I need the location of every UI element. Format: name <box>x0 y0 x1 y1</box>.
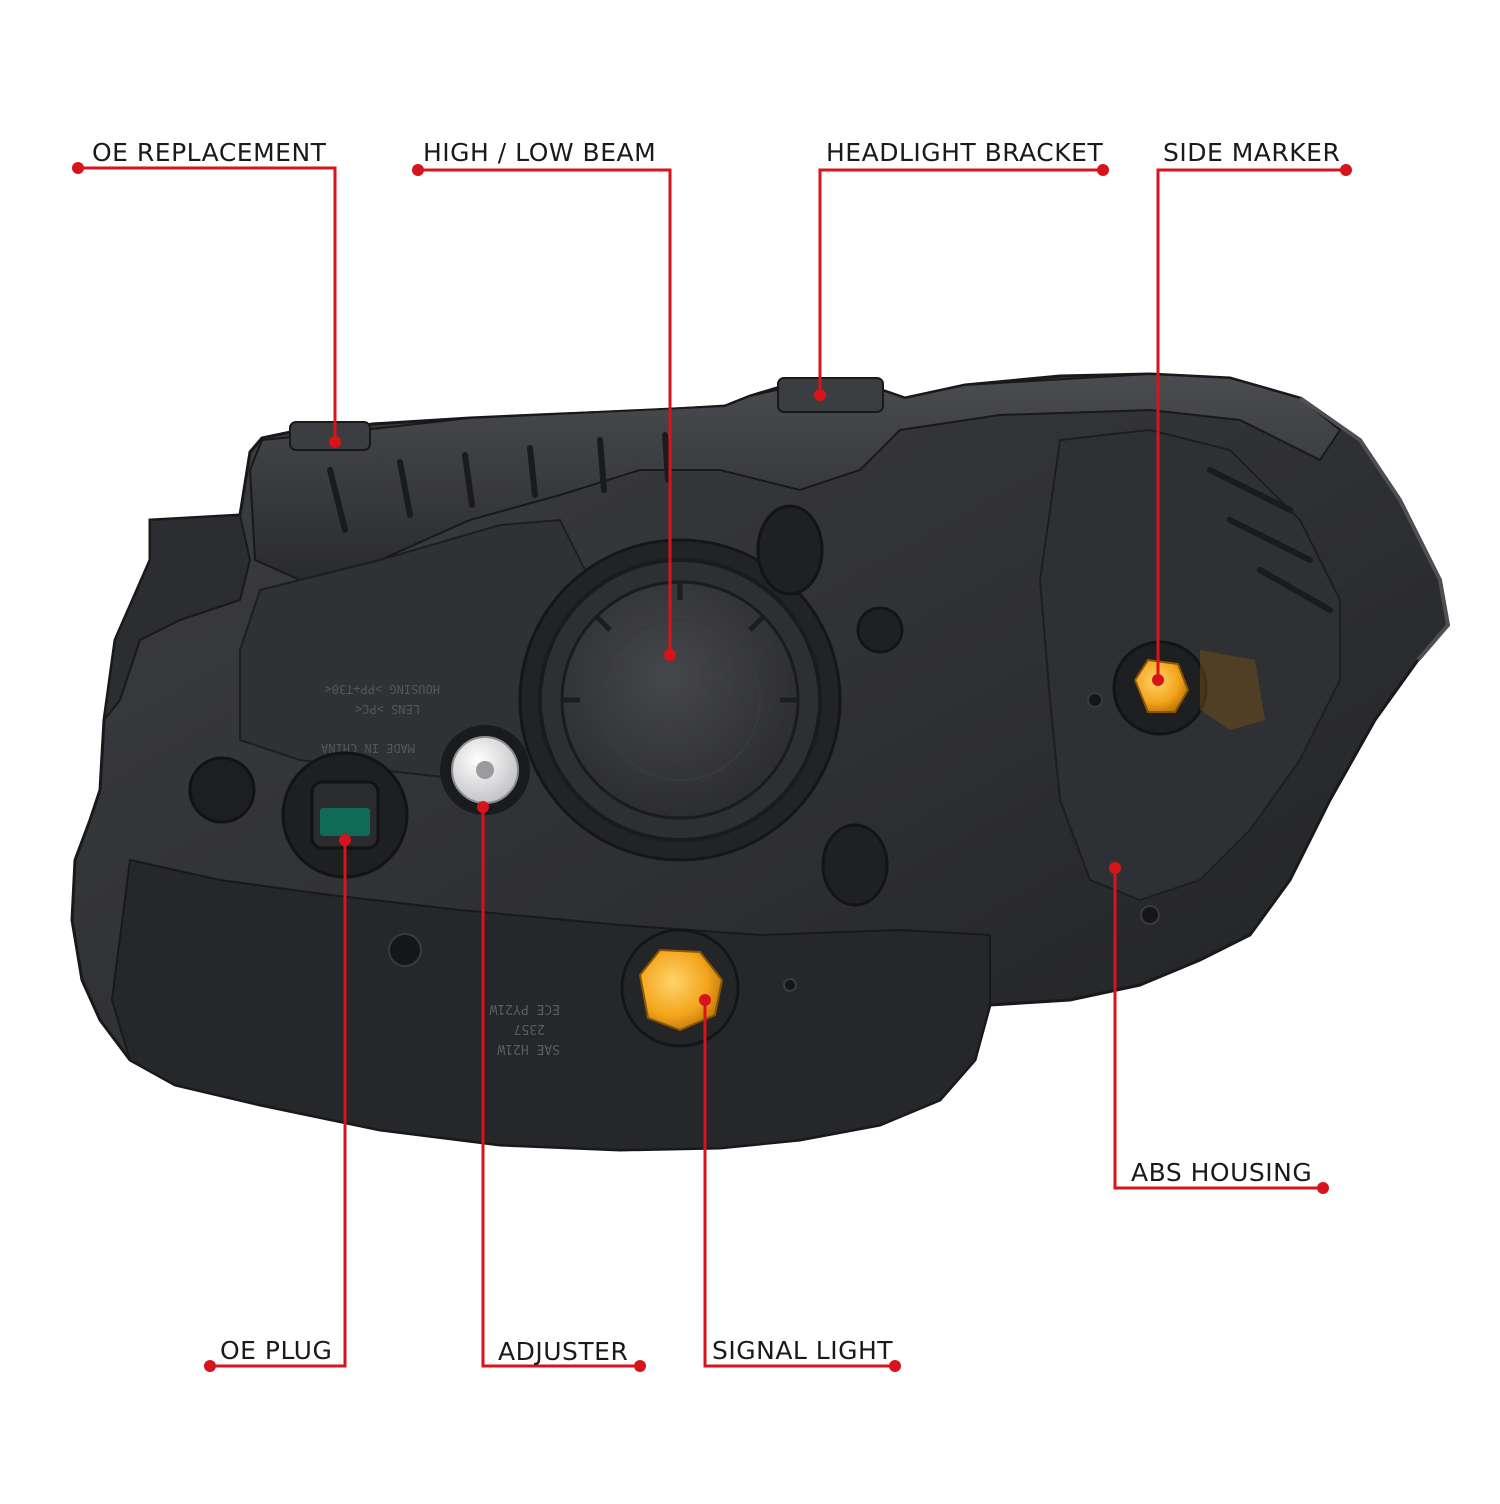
label-abs-housing: ABS HOUSING <box>1131 1158 1313 1187</box>
label-oe-plug: OE PLUG <box>220 1336 333 1365</box>
callout-dot-high-low-beam-label <box>412 164 424 176</box>
label-adjuster: ADJUSTER <box>498 1337 629 1366</box>
callout-dot-signal-light-target <box>699 994 711 1006</box>
callout-line-adjuster <box>481 807 640 1368</box>
callout-dot-side-marker-target <box>1152 674 1164 686</box>
callout-dot-oe-plug-target <box>339 834 351 846</box>
signal-bulb <box>620 928 740 1048</box>
bracket-tab-center <box>777 377 884 413</box>
label-headlight-bracket: HEADLIGHT BRACKET <box>826 138 1104 167</box>
screw-holes <box>388 692 1160 992</box>
label-side-marker: SIDE MARKER <box>1163 138 1341 167</box>
callout-line-oe-plug <box>210 840 347 1368</box>
adjuster-knob <box>440 725 530 815</box>
callout-dot-abs-housing-label <box>1317 1182 1329 1194</box>
callout-dot-oe-plug-label <box>204 1360 216 1372</box>
headlight-housing: HOUSING >PP+T30< LENS >PC< MADE IN CHINA… <box>70 372 1451 1152</box>
callout-lines <box>72 162 1352 1372</box>
embossed-lens-text: LENS >PC< <box>355 702 420 716</box>
embossed-bulb-text-1: ECE PY21W <box>489 1001 560 1016</box>
callout-line-oe-replacement <box>78 166 337 442</box>
callout-dot-adjuster-target <box>477 801 489 813</box>
housing-ribs <box>327 432 1333 613</box>
callout-dot-signal-light-label <box>889 1360 901 1372</box>
callout-dot-headlight-bracket-target <box>814 389 826 401</box>
housing-left-block <box>102 513 252 724</box>
vent-socket <box>188 756 256 824</box>
embossed-bulb-text-3: SAE H21W <box>497 1041 560 1056</box>
housing-right-edge <box>1298 396 1451 662</box>
label-signal-light: SIGNAL LIGHT <box>712 1336 894 1365</box>
callout-line-abs-housing <box>1113 868 1323 1190</box>
callout-line-side-marker <box>1156 168 1346 680</box>
housing-lower-skirt <box>110 858 991 1152</box>
callout-dot-adjuster-label <box>634 1360 646 1372</box>
callout-dot-oe-replacement-target <box>329 436 341 448</box>
callout-dot-side-marker-label <box>1340 164 1352 176</box>
callout-line-signal-light <box>703 1000 895 1368</box>
embossed-bulb-text-2: 2357 <box>514 1021 545 1036</box>
embossed-housing-text: HOUSING >PP+T30< <box>324 682 440 696</box>
callout-dot-abs-housing-target <box>1109 862 1121 874</box>
callout-line-high-low-beam <box>418 168 672 655</box>
label-high-low-beam: HIGH / LOW BEAM <box>423 138 657 167</box>
callout-dot-oe-replacement-label <box>72 162 84 174</box>
dust-cap <box>518 538 842 862</box>
embossed-made-text: MADE IN CHINA <box>320 741 415 755</box>
callout-dot-high-low-beam-target <box>664 649 676 661</box>
connector-socket <box>281 751 409 879</box>
callout-dot-headlight-bracket-label <box>1097 164 1109 176</box>
side-marker-bulb <box>1112 640 1265 736</box>
label-oe-replacement: OE REPLACEMENT <box>92 138 327 167</box>
callout-line-headlight-bracket <box>818 168 1103 395</box>
bracket-tab-left <box>289 421 371 451</box>
grommets <box>756 504 904 907</box>
